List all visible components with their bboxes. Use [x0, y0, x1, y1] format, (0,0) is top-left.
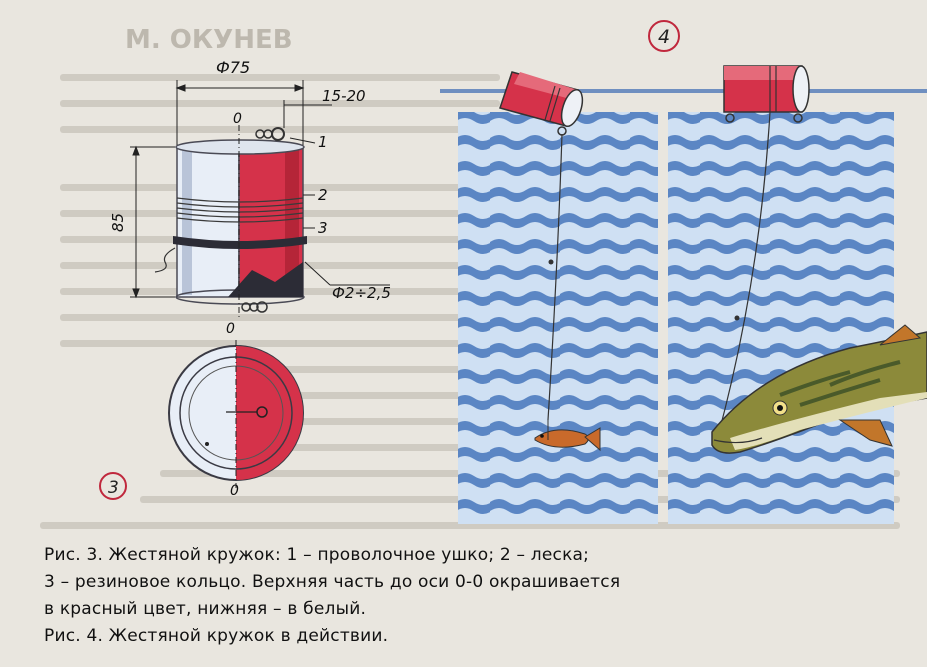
caption-line-3: в красный цвет, нижняя – в белый. [44, 599, 367, 619]
fig4-badge: 4 [648, 20, 680, 52]
svg-text:4: 4 [658, 26, 670, 48]
bait-fish [534, 420, 601, 452]
caption-line-1: Рис. 3. Жестяной кружок: 1 – проволочное… [44, 545, 590, 565]
fig3-side-view [154, 125, 307, 320]
fishing-line-left [547, 133, 563, 421]
float-right [723, 65, 810, 123]
diameter-label: Ф75 [216, 58, 250, 77]
fig3-badge: 3 [99, 472, 127, 500]
fig3-top-view [168, 340, 304, 488]
axis-mark-view: 0 [230, 483, 239, 499]
callout-2: 2 [318, 186, 328, 204]
caption-line-4: Рис. 4. Жестяной кружок в действии. [44, 626, 389, 646]
callout-3: 3 [318, 219, 328, 237]
axis-mark-top: 0 [233, 111, 242, 127]
figure-caption: Рис. 3. Жестяной кружок: 1 – проволочное… [44, 542, 914, 650]
water-column-right [668, 112, 894, 524]
water-column-left [458, 112, 658, 524]
ear-offset-label: 15-20 [322, 87, 366, 105]
fig3-dimensions [130, 80, 390, 299]
pike [711, 324, 927, 454]
author-name: М. ОКУНЕВ [125, 25, 293, 55]
float-left [499, 71, 584, 136]
caption-line-2: 3 – резиновое кольцо. Верхняя часть до о… [44, 572, 621, 592]
height-label: 85 [109, 213, 127, 232]
fishing-line-right [717, 111, 771, 437]
hole-diameter-label: Ф2÷2,5 [332, 284, 391, 302]
axis-mark-bottom: 0 [226, 321, 235, 337]
svg-text:3: 3 [108, 478, 119, 498]
callout-1: 1 [318, 133, 328, 151]
